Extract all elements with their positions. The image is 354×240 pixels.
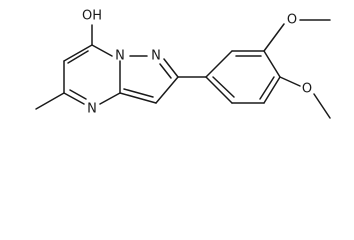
- bond-o-lower-methyl: [313, 93, 331, 119]
- oxygen-label-upper: O: [287, 13, 297, 28]
- nitrogen-label-n7a: N: [115, 49, 125, 64]
- bond-ph3-ph4: [263, 50, 281, 78]
- chemical-structure-diagram: OH N N N O O: [35, 9, 331, 119]
- bond-ph3-o-upper: [263, 23, 285, 52]
- bond-ph4-ph5-inner: [259, 76, 275, 100]
- nitrogen-label-n1: N: [151, 49, 161, 64]
- nitrogen-label-n4: N: [87, 102, 97, 117]
- bond-ph4-o-lower: [279, 76, 301, 87]
- bond-n7a-c7: [91, 44, 113, 57]
- hydroxyl-label: OH: [82, 9, 102, 24]
- bond-ph6-ph1-inner: [212, 76, 235, 98]
- bond-c3-c3a-inner: [123, 88, 154, 98]
- bond-c5-n4-inner: [69, 89, 87, 100]
- bond-c5-methyl: [35, 92, 65, 110]
- bond-ph1-ph2: [205, 50, 233, 78]
- bond-n4-c3a: [99, 92, 121, 105]
- bond-ph4-ph5: [263, 76, 281, 104]
- oxygen-label-lower: O: [302, 82, 312, 97]
- bond-c6-c7-inner: [67, 50, 89, 64]
- bond-c7-c6: [63, 44, 93, 62]
- bond-c5-n4: [63, 92, 85, 105]
- bond-c3-c3a: [119, 92, 157, 104]
- bond-n1-c2-inner: [159, 63, 172, 79]
- bond-n1-c2: [163, 58, 179, 78]
- bond-c2-c3: [155, 76, 179, 104]
- bond-ph6-ph1: [205, 76, 233, 104]
